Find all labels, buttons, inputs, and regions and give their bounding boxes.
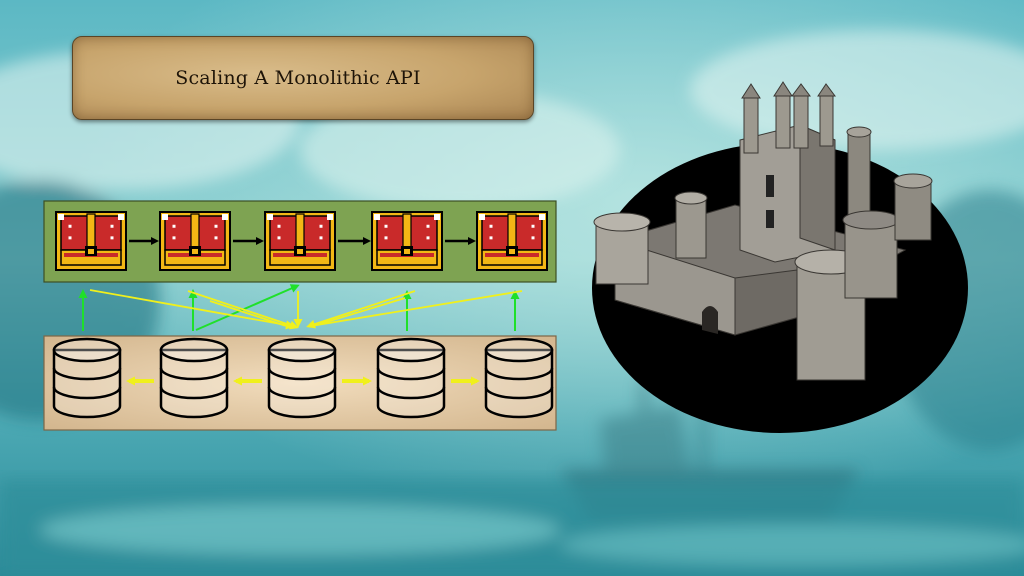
yellow-arrow [306, 290, 416, 329]
castle-icon [593, 81, 933, 381]
database-icon [267, 337, 337, 419]
treasure-chest-icon [371, 211, 443, 271]
database-icon [159, 337, 229, 419]
treasure-chest-icon [159, 211, 231, 271]
cross-layer-arrows [78, 284, 523, 331]
treasure-chest-icon [264, 211, 336, 271]
yellow-arrow [310, 290, 523, 327]
title-banner: Scaling A Monolithic API [72, 36, 534, 120]
yellow-arrow [319, 297, 406, 325]
database-icon [52, 337, 122, 419]
yellow-arrow [89, 289, 295, 330]
database-icon [484, 337, 554, 419]
green-arrow [195, 284, 300, 331]
treasure-chest-icon [476, 211, 548, 271]
castle-illustration [592, 81, 968, 433]
treasure-chest-icon [55, 211, 127, 271]
yellow-arrow [209, 300, 287, 327]
yellow-arrow [187, 290, 299, 330]
database-icon [376, 337, 446, 419]
slide-title: Scaling A Monolithic API [175, 67, 421, 89]
